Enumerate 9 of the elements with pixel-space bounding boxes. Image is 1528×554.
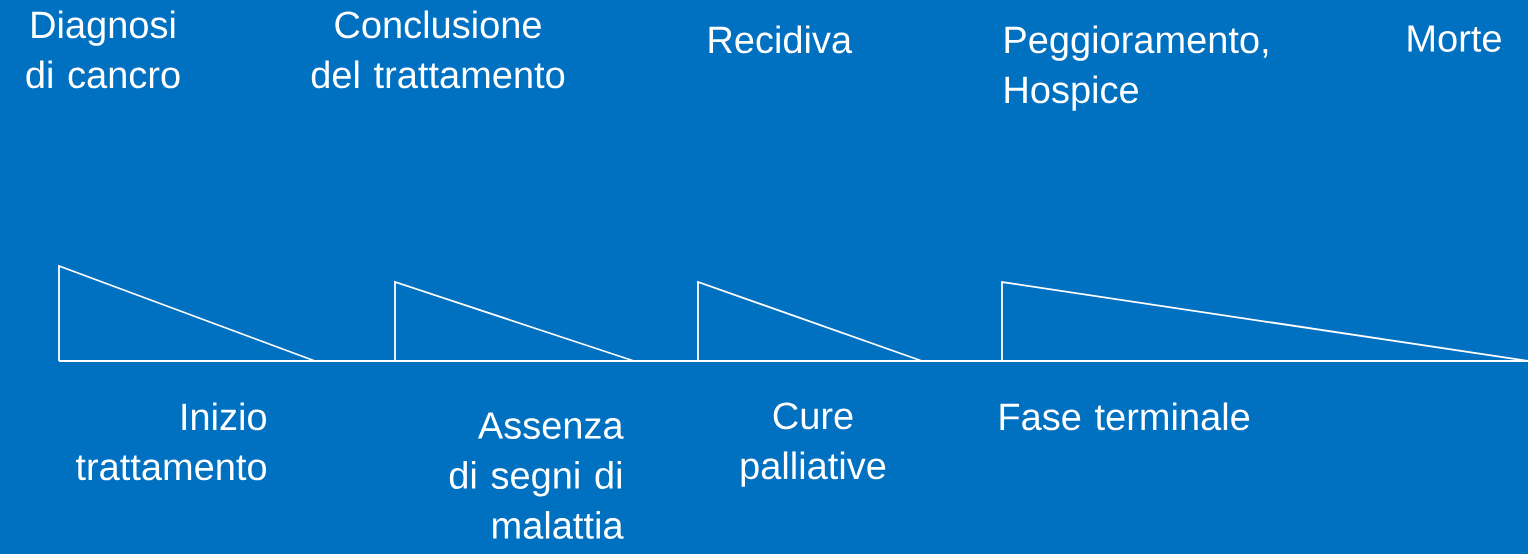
timeline-label: Peggioramento, Hospice bbox=[1005, 25, 1268, 111]
timeline-label: Assenza di segni di malattia bbox=[449, 412, 624, 539]
timeline-label: Inizio trattamento bbox=[75, 402, 266, 481]
timeline-label: Cure palliative bbox=[741, 402, 886, 487]
timeline-label: Morte bbox=[1408, 25, 1501, 52]
timeline-label: Recidiva bbox=[709, 25, 853, 54]
timeline-label: Diagnosi di cancro bbox=[26, 10, 180, 89]
timeline-label: Fase terminale bbox=[1000, 402, 1250, 431]
timeline-label: Conclusione del trattamento bbox=[311, 10, 565, 89]
